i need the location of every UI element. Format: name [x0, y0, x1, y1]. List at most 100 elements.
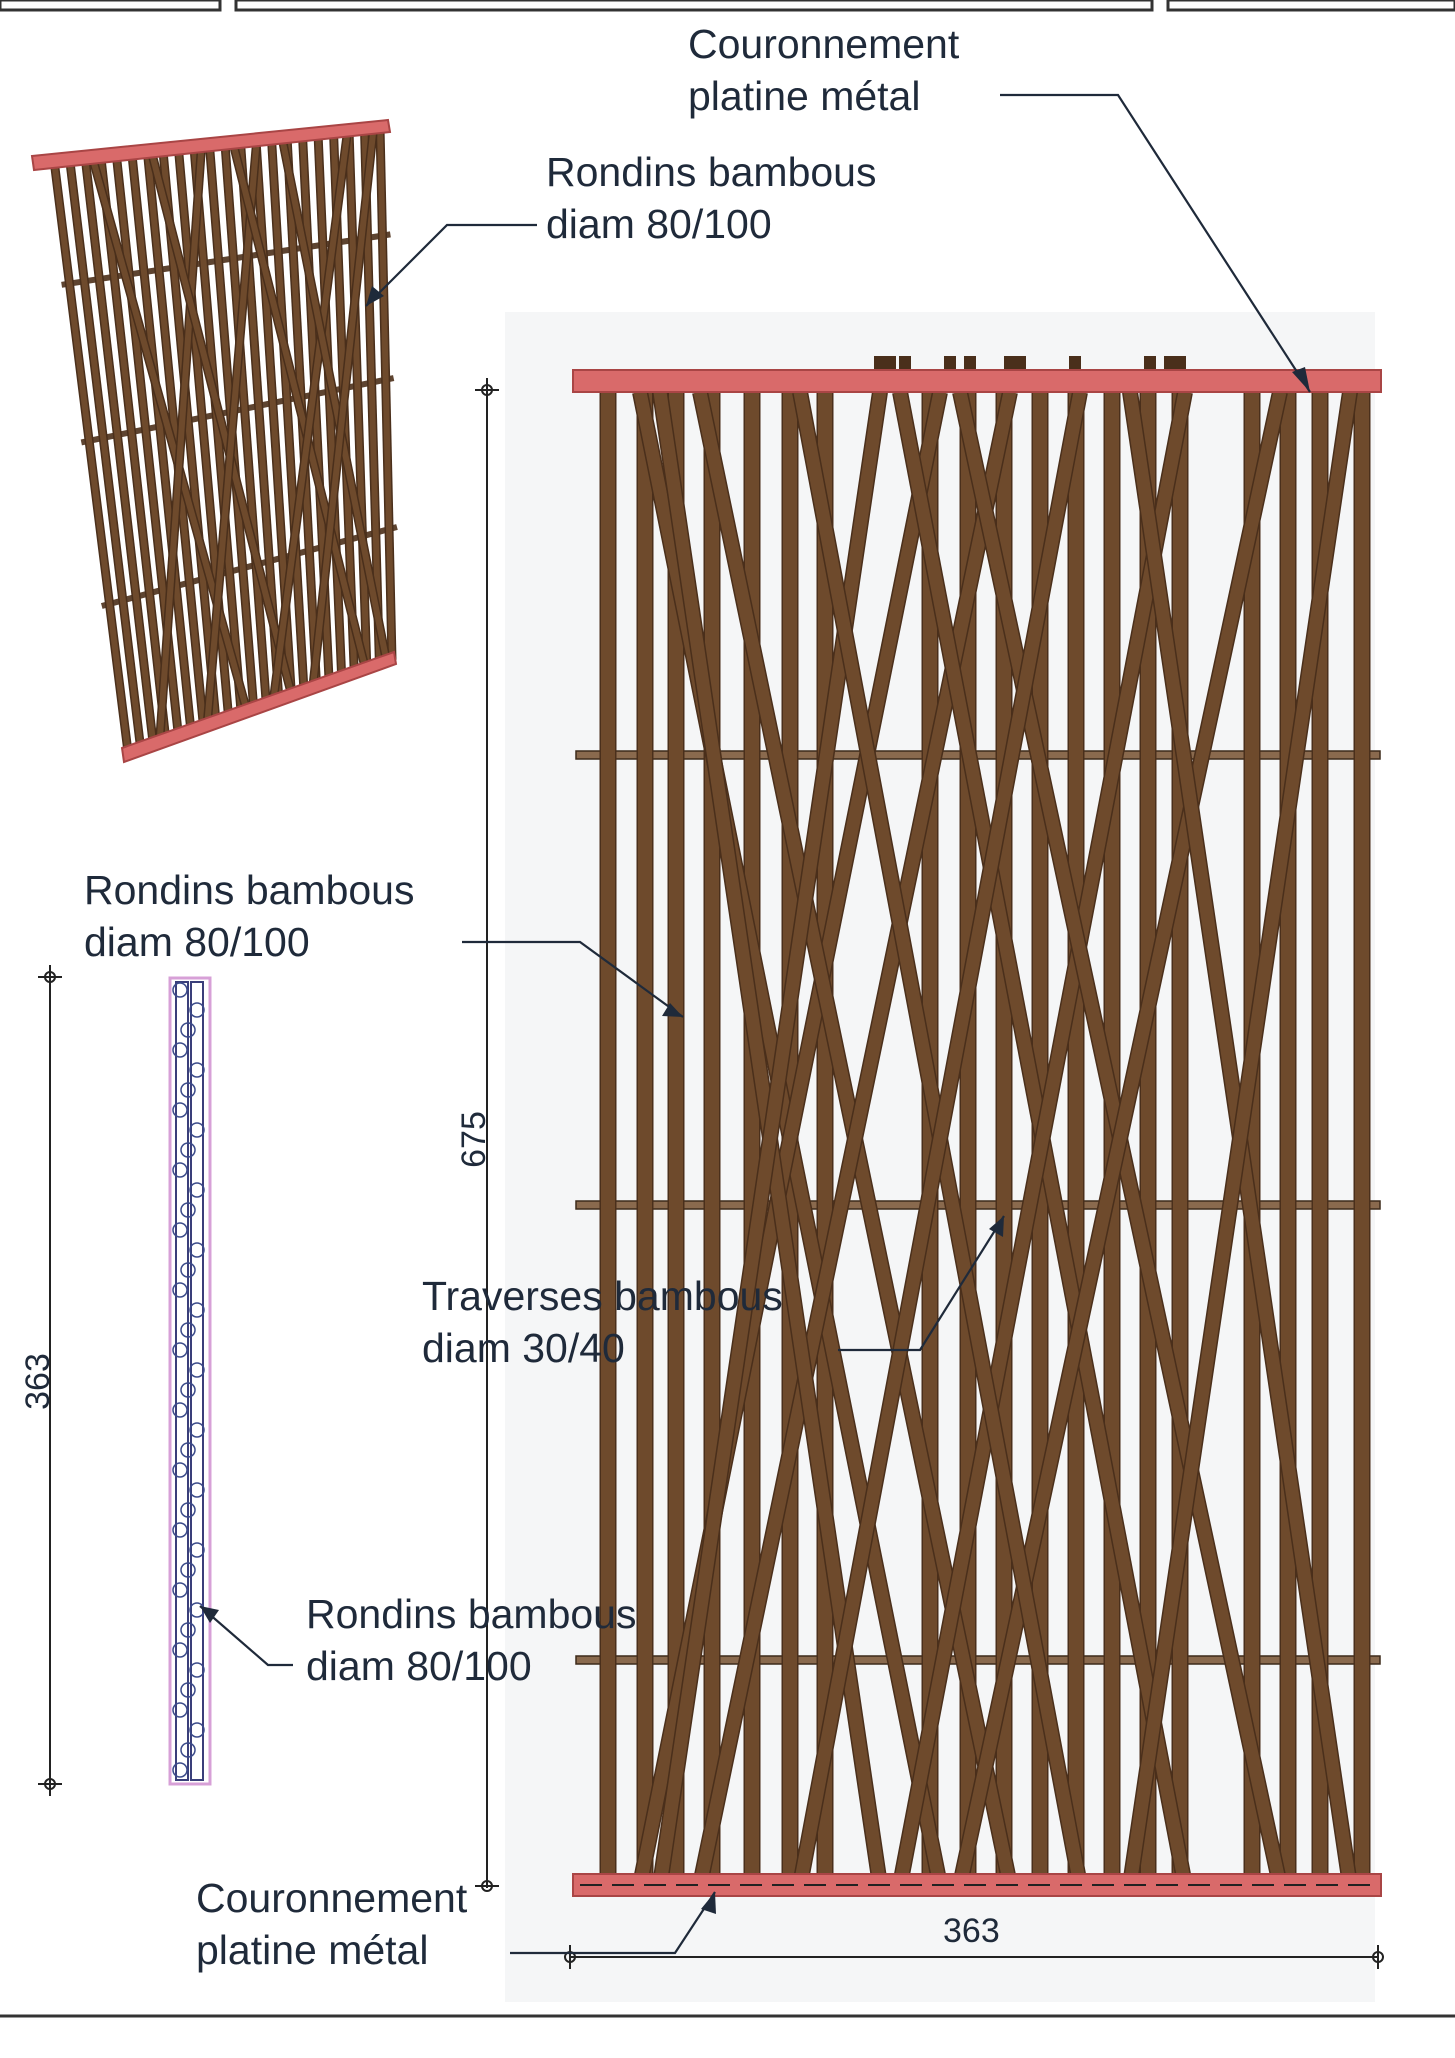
side-view: [168, 976, 212, 1786]
iso-vertical-pole-15-fill: [268, 141, 307, 691]
front-diagonal-pole-8-fill: [893, 390, 1192, 1887]
side-pole-section-27: [180, 1502, 196, 1518]
iso-vertical-pole-12-fill: [222, 146, 270, 705]
leader-iso-bamboo: [365, 223, 537, 307]
side-pole-section-38: [189, 1722, 205, 1738]
iso-vertical-pole-22-fill: [377, 127, 395, 661]
leader-lines: [199, 93, 1311, 1955]
side-pole-section-36: [180, 1682, 196, 1698]
isometric-view: [30, 118, 398, 764]
label-front-bamboo: Rondins bambous diam 80/100: [84, 864, 414, 968]
label-iso-bamboo-line2: diam 80/100: [546, 201, 772, 247]
side-height-dimension-line: [38, 965, 62, 1796]
dimension-front-height: 675: [454, 1111, 493, 1168]
front-diagonal-pole-12-fill: [1123, 391, 1357, 1886]
front-diagonal-pole-14-fill: [793, 390, 1087, 1887]
side-pole-section-33: [180, 1622, 196, 1638]
iso-vertical-pole-6-fill: [129, 158, 194, 731]
label-side-bamboo-line1: Rondins bambous: [306, 1591, 637, 1637]
label-top-crown-line1: Couronnement: [688, 21, 960, 67]
side-pole-section-34: [172, 1642, 188, 1658]
label-side-bamboo: Rondins bambous diam 80/100: [306, 1588, 636, 1692]
side-pole-section-22: [172, 1402, 188, 1418]
iso-diagonal-pole-4-fill: [204, 142, 260, 725]
front-diagonal-pole-10-fill: [953, 390, 1287, 1887]
crossbar-2: [575, 1200, 1381, 1210]
side-pole-section-23: [189, 1422, 205, 1438]
front-width-dimension-line: [564, 1945, 1384, 1969]
label-top-crown-line2: platine métal: [688, 73, 921, 119]
leader-arrowheads: [200, 286, 1310, 1914]
side-pole-section-3: [180, 1022, 196, 1038]
side-pole-section-11: [189, 1182, 205, 1198]
front-top-metal-plate: [572, 369, 1382, 393]
side-pole-section-19: [172, 1342, 188, 1358]
iso-diagonal-pole-1-fill: [91, 162, 250, 712]
side-metal-plate-outline: [168, 976, 212, 1786]
side-pole-section-31: [172, 1582, 188, 1598]
leader-bottom-crown: [510, 1891, 716, 1955]
side-pole-section-4: [172, 1042, 188, 1058]
label-bottom-crown: Couronnement platine métal: [196, 1872, 467, 1976]
iso-diagonal-pole-3-fill: [149, 155, 295, 696]
side-pole-section-35: [189, 1662, 205, 1678]
label-crossbars: Traverses bambous diam 30/40: [422, 1270, 783, 1374]
iso-diagonal-pole-8-fill: [309, 128, 377, 688]
side-pole-section-18: [180, 1322, 196, 1338]
side-pole-section-5: [189, 1062, 205, 1078]
label-front-bamboo-line2: diam 80/100: [84, 919, 310, 965]
side-pole-section-25: [172, 1462, 188, 1478]
label-top-crown: Couronnement platine métal: [688, 18, 959, 122]
side-pole-section-39: [180, 1742, 196, 1758]
label-crossbars-line2: diam 30/40: [422, 1325, 625, 1371]
side-pole-outline-b: [190, 981, 204, 1781]
side-pole-section-20: [189, 1362, 205, 1378]
iso-diagonal-pole-6-fill: [270, 131, 351, 702]
iso-vertical-pole-1-fill: [52, 167, 131, 753]
label-front-bamboo-line1: Rondins bambous: [84, 867, 415, 913]
iso-diagonal-pole-5-fill: [230, 145, 369, 670]
iso-vertical-pole-20-fill: [346, 131, 370, 669]
side-pole-section-14: [189, 1242, 205, 1258]
iso-vertical-pole-10-fill: [191, 150, 245, 713]
iso-vertical-pole-3-fill: [82, 163, 157, 744]
iso-diagonal-pole-7-fill: [279, 139, 390, 663]
iso-top-metal-plate: [30, 118, 392, 172]
crossbar-3: [575, 1655, 1381, 1665]
side-pole-section-15: [180, 1262, 196, 1278]
leader-front-bamboo: [462, 940, 684, 1018]
iso-bottom-metal-plate: [120, 650, 398, 764]
side-pole-section-21: [180, 1382, 196, 1398]
label-iso-bamboo: Rondins bambous diam 80/100: [546, 146, 876, 250]
side-pole-section-24: [180, 1442, 196, 1458]
side-pole-section-2: [189, 1002, 205, 1018]
side-pole-section-29: [189, 1542, 205, 1558]
side-pole-section-37: [172, 1702, 188, 1718]
leader-side-bamboo: [199, 1605, 293, 1667]
side-pole-section-1: [172, 982, 188, 998]
side-pole-section-28: [172, 1522, 188, 1538]
iso-vertical-pole-18-fill: [315, 135, 345, 678]
label-side-bamboo-line2: diam 80/100: [306, 1643, 532, 1689]
iso-vertical-pole-4-fill: [98, 161, 169, 740]
side-pole-section-17: [189, 1302, 205, 1318]
side-pole-section-8: [189, 1122, 205, 1138]
side-pole-section-12: [180, 1202, 196, 1218]
side-pole-section-30: [180, 1562, 196, 1578]
front-diagonal-pole-4-fill: [693, 390, 1017, 1887]
side-pole-section-26: [189, 1482, 205, 1498]
side-pole-section-16: [172, 1282, 188, 1298]
side-pole-section-13: [172, 1222, 188, 1238]
title-frame-top: [0, 0, 1455, 12]
label-bottom-crown-line2: platine métal: [196, 1927, 429, 1973]
label-bottom-crown-line1: Couronnement: [196, 1875, 468, 1921]
side-pole-section-7: [172, 1102, 188, 1118]
side-pole-outline-a: [175, 981, 189, 1781]
front-elevation-view: [572, 356, 1382, 1897]
label-crossbars-line1: Traverses bambous: [422, 1273, 783, 1319]
side-pole-section-6: [180, 1082, 196, 1098]
side-pole-section-40: [172, 1762, 188, 1778]
front-height-dimension-line: [475, 378, 499, 1892]
side-pole-section-9: [180, 1142, 196, 1158]
